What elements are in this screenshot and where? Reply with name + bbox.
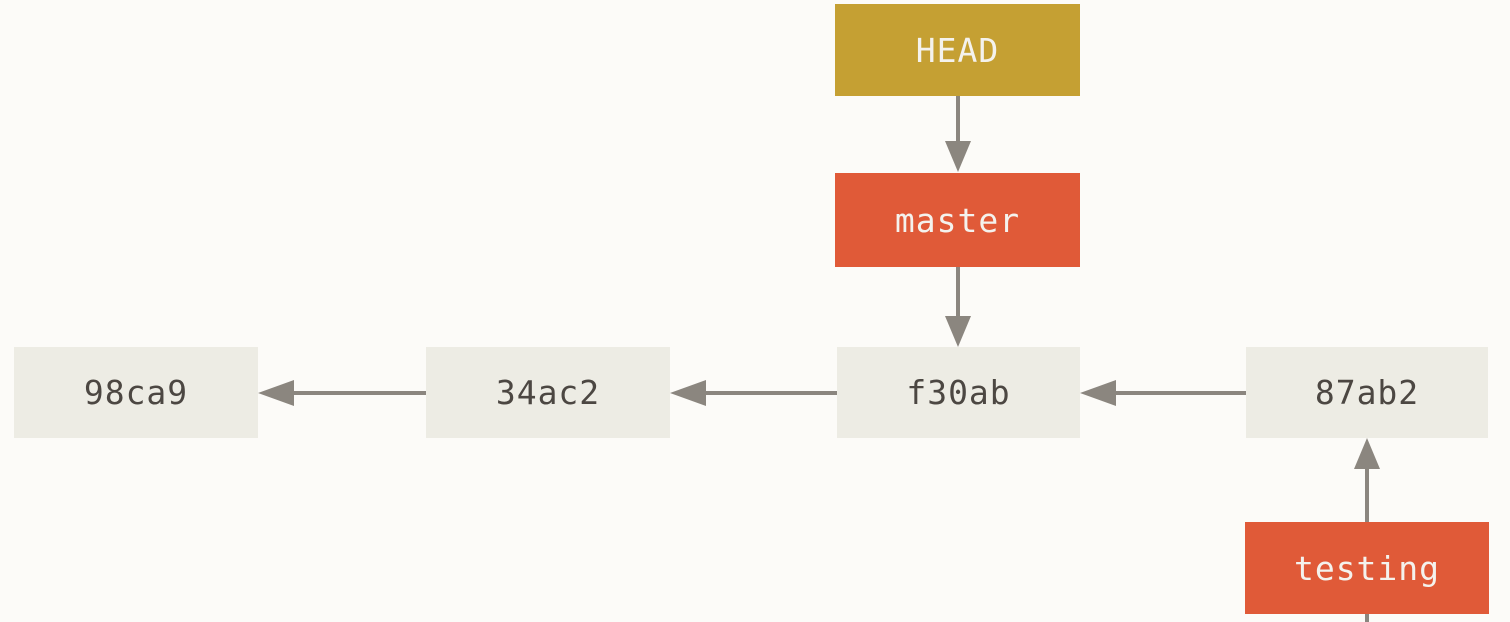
branch-label-testing: testing [1293, 548, 1441, 588]
commit-id: 98ca9 [83, 373, 189, 412]
arrow-master-to-f30ab [945, 267, 971, 347]
commit-id: 87ab2 [1314, 373, 1420, 412]
arrow-testing-to-87ab2 [1354, 438, 1380, 522]
head-label: HEAD [915, 30, 1000, 70]
branch-box-testing: testing [1245, 522, 1489, 614]
commit-id: f30ab [906, 373, 1011, 412]
commit-box-f30ab: f30ab [837, 347, 1080, 438]
head-pointer-box: HEAD [835, 4, 1080, 96]
commit-box-34ac2: 34ac2 [426, 347, 670, 438]
arrow-f30ab-to-34ac2 [670, 380, 837, 406]
commit-box-98ca9: 98ca9 [14, 347, 258, 438]
commit-box-87ab2: 87ab2 [1246, 347, 1488, 438]
commit-id: 34ac2 [495, 373, 601, 412]
arrow-87ab2-to-f30ab [1080, 380, 1246, 406]
arrow-34ac2-to-98ca9 [258, 380, 426, 406]
arrow-head-to-master [945, 96, 971, 172]
branch-label-master: master [894, 200, 1021, 240]
branch-box-master: master [835, 173, 1080, 267]
